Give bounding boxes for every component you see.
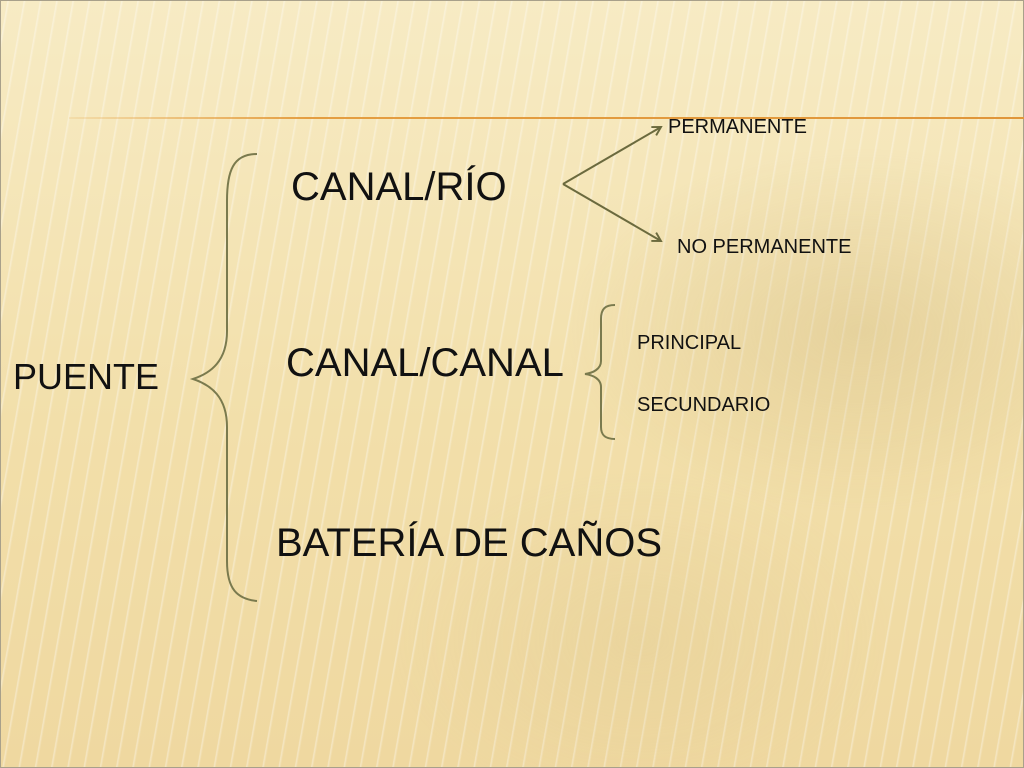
root-label-puente: PUENTE — [13, 356, 160, 397]
decorative-top-rule — [69, 117, 1024, 119]
branch-label-bateria-de-canos: BATERÍA DE CAÑOS — [276, 521, 663, 565]
arrow-to-no-permanente — [562, 183, 663, 242]
branch-label-canal-rio: CANAL/RÍO — [291, 165, 507, 209]
leaf-label-principal: PRINCIPAL — [637, 332, 742, 354]
main-brace — [189, 153, 258, 602]
secondary-brace — [584, 304, 616, 440]
branch-label-canal-canal: CANAL/CANAL — [286, 341, 564, 385]
leaf-label-secundario: SECUNDARIO — [637, 394, 771, 416]
leaf-label-permanente: PERMANENTE — [668, 116, 807, 138]
leaf-label-no-permanente: NO PERMANENTE — [677, 236, 852, 258]
arrow-to-permanente — [562, 126, 663, 185]
